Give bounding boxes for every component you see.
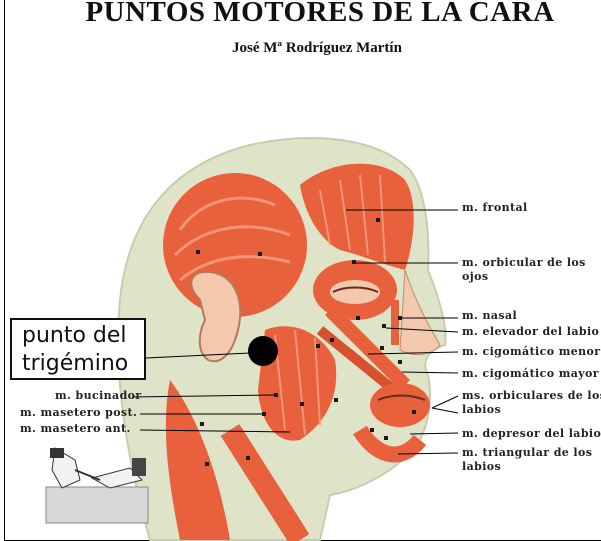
label-cigomatico-menor: m. cigomático menor <box>462 345 601 358</box>
label-depresor-labio: m. depresor del labio <box>462 427 601 440</box>
label-orbicular-ojos: m. orbicular de los ojos <box>462 256 586 283</box>
author-name: José Mª Rodríguez Martín <box>232 40 402 56</box>
label-bucinador: m. bucinador <box>55 389 142 402</box>
neck-muscle <box>165 380 230 540</box>
motor-point-markers <box>196 218 416 466</box>
trigeminal-point <box>248 336 278 366</box>
callout-line-2: trigémino <box>22 351 129 376</box>
ear <box>190 270 242 363</box>
frontal-muscle <box>300 163 414 270</box>
label-masetero-post: m. masetero post. <box>20 406 138 419</box>
orbicularis-oris <box>370 383 430 427</box>
nose <box>399 269 441 356</box>
label-triangular-labios: m. triangular de los labios <box>462 446 593 473</box>
label-cigomatico-mayor: m. cigomático mayor <box>462 367 599 380</box>
label-orbiculares-labios: ms. orbiculares de los labios <box>462 389 601 416</box>
label-masetero-ant: m. masetero ant. <box>20 422 131 435</box>
trigeminal-callout: punto del trigémino <box>10 318 146 380</box>
callout-line-1: punto del <box>22 323 127 348</box>
leader-lines <box>131 209 459 455</box>
page-title: PUNTOS MOTORES DE LA CARA <box>85 0 555 28</box>
label-frontal: m. frontal <box>462 201 528 214</box>
label-nasal: m. nasal <box>462 309 518 322</box>
label-elevador-labio: m. elevador del labio <box>462 325 600 338</box>
stimulation-device-icon <box>45 447 149 524</box>
